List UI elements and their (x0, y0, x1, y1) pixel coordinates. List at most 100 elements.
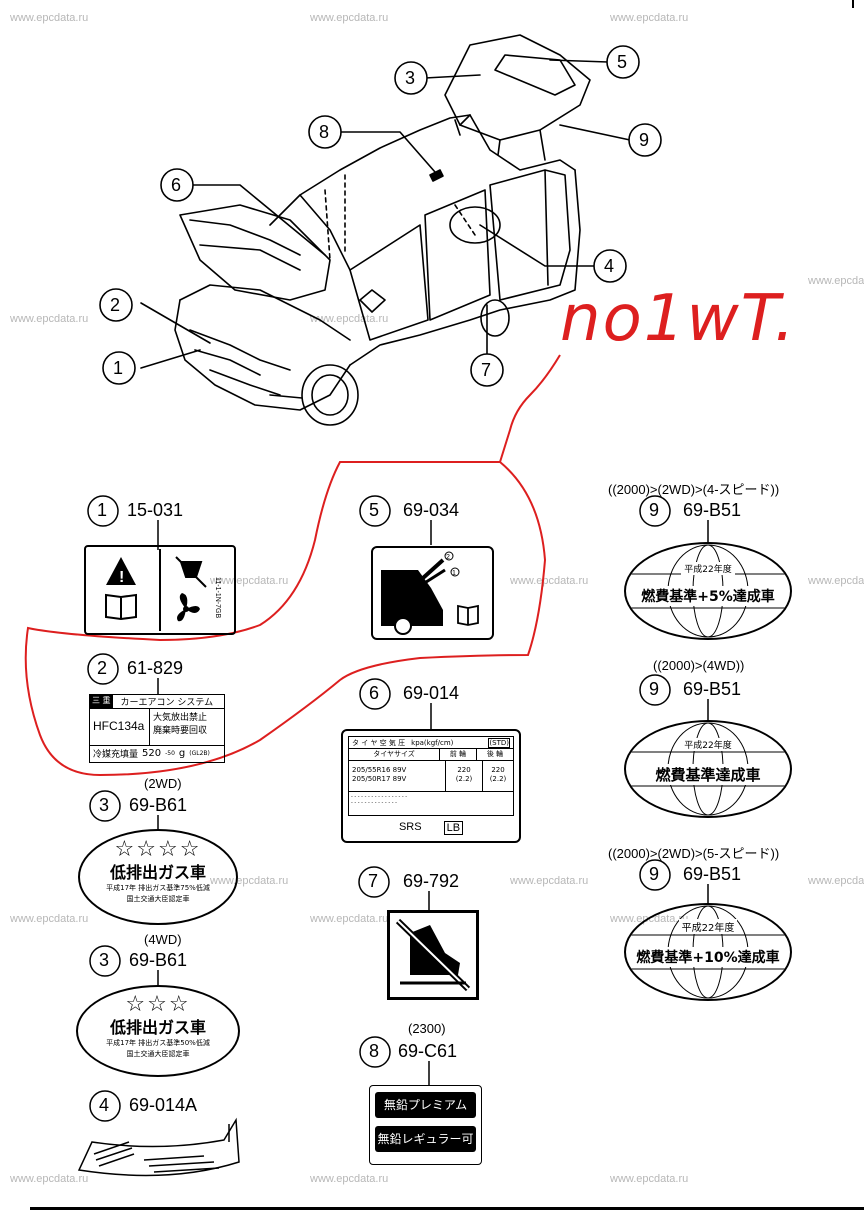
star3-sub2: 国土交通大臣認定車 (126, 1050, 190, 1058)
fan-icon (177, 593, 200, 622)
tire-pressure-label: タ イ ヤ 空 気 圧 kpa(kgf/cm) (STD) タイヤサイズ 前 輪… (341, 729, 521, 843)
callout-2: 2 (110, 295, 121, 315)
star3-main: 低排出ガス車 (109, 1018, 206, 1037)
star4-sub2: 国土交通大臣認定車 (126, 895, 190, 903)
part-9b-code: 69-B51 (683, 679, 742, 699)
part-7-num: 7 (368, 871, 379, 891)
watermark: www.epcdata.ru (310, 913, 389, 925)
part-9b-circle (639, 674, 671, 706)
watermark: www.epcdata.ru (808, 875, 864, 887)
part-2-circle (87, 653, 119, 685)
part-9c-leader (707, 884, 709, 904)
fuel-economy-label-c: 平成22年度 燃費基準+10%達成車 (624, 903, 792, 1001)
part-7-circle (358, 866, 390, 898)
ac-amount: 520 (142, 747, 162, 759)
watermark: www.epcdata.ru (510, 875, 589, 887)
fuel-c-year: 平成22年度 (678, 919, 738, 934)
callout-4: 4 (604, 256, 615, 276)
part-7-code: 69-792 (403, 871, 460, 891)
manual-book-icon (105, 593, 137, 621)
watermark: www.epcdata.ru (10, 913, 89, 925)
part-8-num: 8 (369, 1041, 380, 1061)
watermark: www.epcdata.ru (310, 313, 389, 325)
fuel-economy-label-a: 平成22年度 燃費基準+5%達成車 (624, 542, 792, 640)
fuel-economy-label-b: 平成22年度 燃費基準達成車 (624, 720, 792, 818)
ac-line2: 廃棄時要回収 (153, 726, 208, 736)
fuel-regular: 無鉛レギュラー可 (375, 1126, 476, 1152)
part-5-leader (430, 520, 432, 545)
fuel-type-label: 無鉛プレミアム 無鉛レギュラー可 (369, 1085, 482, 1165)
watermark: www.epcdata.ru (10, 12, 89, 24)
part-3b-num: 3 (99, 950, 110, 970)
star4-sub1: 平成17年 排出ガス基準75%低減 (106, 884, 210, 892)
warning-triangle-icon (106, 557, 136, 585)
fuel-b-main: 燃費基準達成車 (655, 764, 761, 785)
ac-line1: 大気放出禁止 (153, 713, 208, 723)
part-4-code: 69-014A (129, 1095, 198, 1115)
tire-col2: 前 輪 (440, 749, 477, 760)
tire-size2: 205/50R17 89V (352, 775, 407, 783)
watermark: www.epcdata.ru (210, 575, 289, 587)
tire-col3: 後 輪 (486, 750, 504, 758)
tire-size1: 205/55R16 89V (352, 766, 407, 774)
callout-5: 5 (617, 52, 628, 72)
ac-tol: -50 (165, 749, 175, 757)
top-right-mark (852, 0, 854, 8)
part-3a-num: 3 (99, 795, 110, 815)
ac-code: (GL2B) (189, 749, 210, 757)
part-5-num: 5 (369, 500, 380, 520)
svg-text:11-1-1N-7GB: 11-1-1N-7GB (214, 577, 221, 618)
callout-6: 6 (171, 175, 182, 195)
svg-text:1: 1 (452, 570, 456, 577)
callout-9: 9 (639, 130, 650, 150)
part-2-leader (157, 678, 159, 694)
part-9a-num: 9 (649, 500, 660, 520)
tire-col1: タイヤサイズ (349, 749, 440, 760)
part-3a-code: 69-B61 (129, 795, 188, 815)
watermark: www.epcdata.ru (310, 12, 389, 24)
part-9a-note: ((2000)>(2WD)>(4-スピード)) (608, 482, 780, 497)
part-6-leader (430, 703, 432, 729)
part-9c-num: 9 (649, 864, 660, 884)
part-9b-leader (707, 699, 709, 721)
part-6-code: 69-014 (403, 683, 460, 703)
handwritten-annotation (24, 354, 561, 777)
callout-3: 3 (405, 68, 416, 88)
star3-stars: ☆☆☆ (125, 992, 191, 1017)
part-4-num: 4 (99, 1095, 110, 1115)
tire-rear2: (2.2) (489, 775, 507, 783)
vehicle-diagram (99, 34, 662, 426)
ac-refrigerant-label: 三 重 カーエアコン システム HFC134a 大気放出禁止 廃棄時要回収 冷媒… (89, 694, 225, 763)
part-6-num: 6 (369, 683, 380, 703)
part-4-circle (89, 1090, 121, 1122)
warning-label-1: ! 11-1-1N-7GB (84, 545, 236, 635)
part-8-code: 69-C61 (398, 1041, 458, 1061)
part-9a-code: 69-B51 (683, 500, 742, 520)
callout-7: 7 (481, 360, 492, 380)
part-9a-circle (639, 495, 671, 527)
hatch-warning-label: 2 1 (371, 546, 494, 640)
part-3a-circle (89, 790, 121, 822)
star4-stars: ☆☆☆☆ (114, 837, 202, 862)
part-3b-code: 69-B61 (129, 950, 188, 970)
part-3b-leader (157, 970, 159, 985)
part-1-circle (87, 495, 119, 527)
ac-amount-label: 冷媒充填量 (93, 749, 139, 760)
no-hand-fan-icon (175, 556, 207, 588)
part-3b-note: (4WD) (144, 932, 182, 947)
part-6-circle (359, 678, 391, 710)
fuel-c-main: 燃費基準+10%達成車 (636, 947, 780, 967)
low-emission-3star-label: ☆☆☆ 低排出ガス車 平成17年 排出ガス基準50%低減 国土交通大臣認定車 (76, 985, 240, 1077)
bottom-rule (30, 1207, 864, 1210)
tire-rear: 220 (491, 766, 505, 774)
foot-icon (410, 925, 460, 975)
part-1-code: 15-031 (127, 500, 184, 520)
watermark: www.epcdata.ru (510, 575, 589, 587)
part-9c-code: 69-B51 (683, 864, 742, 884)
fuel-b-year: 平成22年度 (681, 738, 735, 751)
low-emission-4star-label: ☆☆☆☆ 低排出ガス車 平成17年 排出ガス基準75%低減 国土交通大臣認定車 (78, 829, 238, 925)
handwritten-text: no1wT. (560, 282, 797, 356)
ac-title: カーエアコン システム (120, 698, 214, 708)
part-7-leader (428, 891, 430, 911)
part-9c-note: ((2000)>(2WD)>(5-スピード)) (608, 846, 780, 861)
